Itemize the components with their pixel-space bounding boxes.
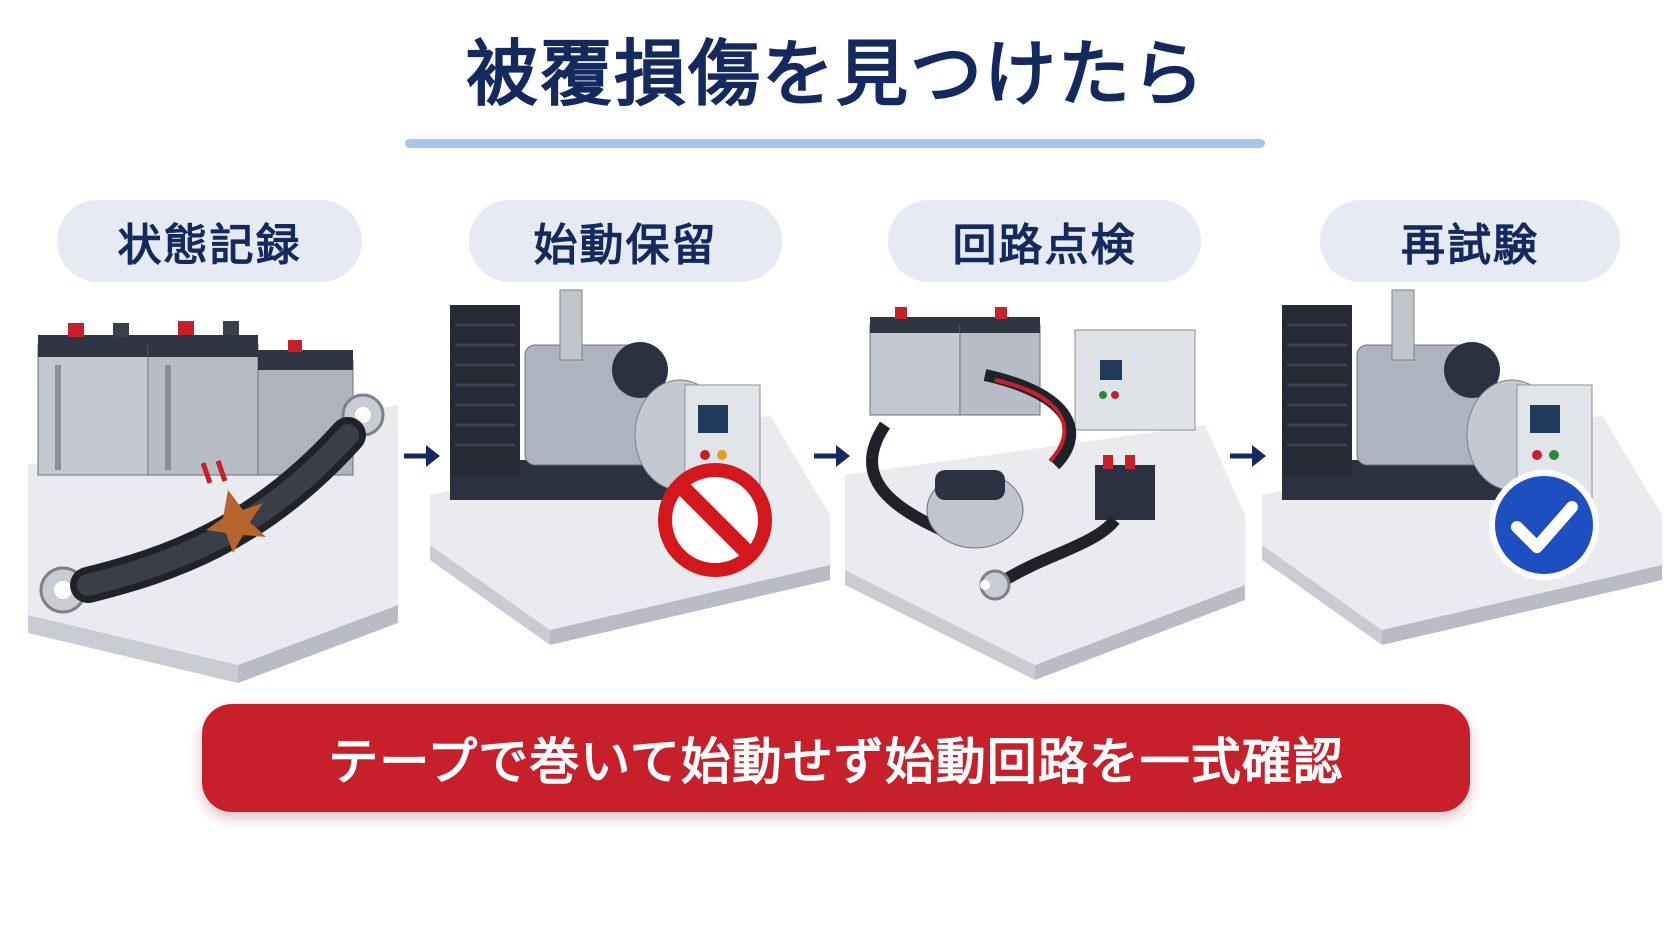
- page-title: 被覆損傷を見つけたら: [465, 32, 1206, 116]
- step-label-inspect: 回路点検: [888, 200, 1201, 282]
- title-underline: [405, 139, 1265, 148]
- step-label-retest: 再試験: [1320, 200, 1620, 282]
- arrow-right-icon: [814, 445, 850, 467]
- summary-banner-text: テープで巻いて始動せず始動回路を一式確認: [328, 733, 1344, 791]
- step-label-hold: 始動保留: [469, 200, 782, 282]
- starting-circuit-inspection-icon: [845, 285, 1245, 685]
- generator-prohibited-icon: [430, 285, 830, 685]
- step-label-record: 状態記録: [57, 200, 362, 282]
- summary-banner: テープで巻いて始動せず始動回路を一式確認: [202, 704, 1470, 812]
- generator-checked-icon: [1262, 285, 1662, 685]
- arrow-right-icon: [1230, 445, 1266, 467]
- arrow-right-icon: [404, 445, 440, 467]
- damaged-battery-cable-icon: [18, 285, 418, 685]
